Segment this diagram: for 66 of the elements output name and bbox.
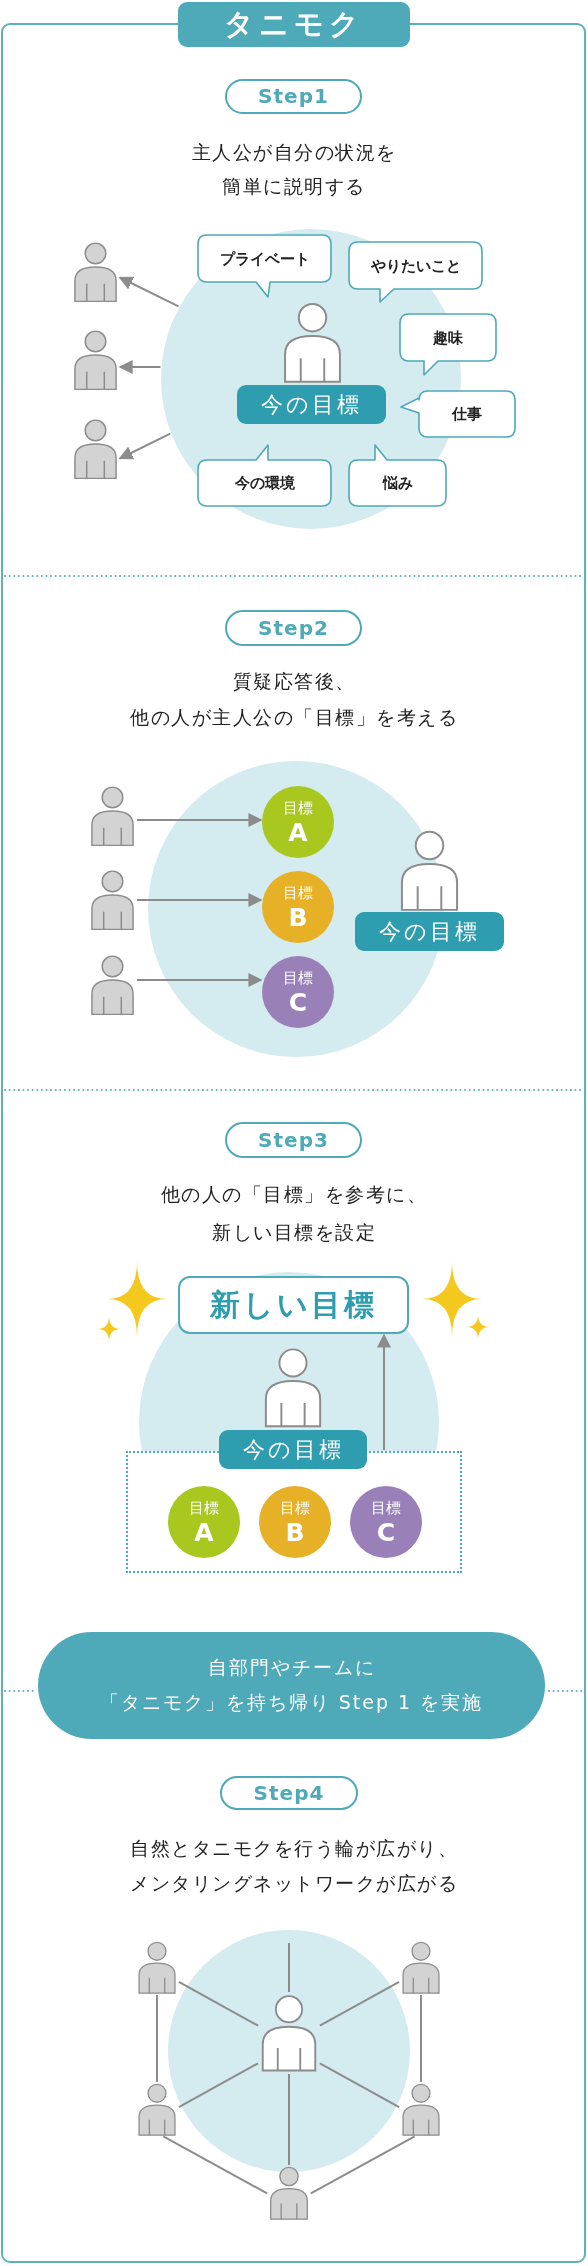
- step-pill: Step1: [225, 79, 362, 114]
- step-pill: Step4: [220, 1776, 358, 1810]
- goal-tag: 今の目標: [219, 1430, 367, 1469]
- goal-label: 目標: [371, 1498, 401, 1518]
- arrow: [136, 973, 263, 987]
- person-icon: [400, 1941, 442, 1994]
- arrow: [136, 813, 263, 827]
- connector-line: [318, 2062, 401, 2109]
- speech-bubble: [400, 314, 496, 375]
- goal-label: 目標: [283, 798, 313, 818]
- goal-tag: 今の目標: [355, 912, 504, 951]
- heading-text: 質疑応答後、他の人が主人公の「目標」を考える: [130, 669, 458, 730]
- goal-letter: B: [288, 904, 308, 932]
- speech-bubble: [349, 242, 482, 302]
- goal-letter: A: [288, 819, 308, 847]
- person-icon: [89, 785, 136, 847]
- heading-text: 自然とタニモクを行う輪が広がり、メンタリングネットワークが広がる: [130, 1836, 458, 1896]
- goal-label: 目標: [283, 883, 313, 903]
- step-pill: Step3: [225, 1122, 362, 1158]
- arrow: [377, 1333, 391, 1451]
- person-icon: [262, 1347, 324, 1428]
- connector-line: [318, 1980, 401, 2027]
- arrow: [118, 276, 180, 308]
- arrow: [136, 893, 263, 907]
- person-icon: [72, 241, 119, 303]
- arrow: [118, 432, 172, 460]
- arrow: [118, 360, 162, 374]
- banner: 自部門やチームに「タニモク」を持ち帰り Step 1 を実施: [38, 1632, 545, 1739]
- connector-line: [177, 1980, 260, 2027]
- goal-label: 目標: [189, 1498, 219, 1518]
- bubble-label: 仕事: [452, 404, 482, 424]
- heading-text: 他の人の「目標」を参考に、新しい目標を設定: [160, 1182, 428, 1245]
- goal-tag: 今の目標: [237, 385, 386, 424]
- connector-line: [420, 1994, 422, 2083]
- bubble-label: 今の環境: [234, 473, 295, 493]
- bubble-label: 悩み: [382, 473, 413, 493]
- goal-letter: C: [376, 1519, 396, 1547]
- goal-letter: C: [288, 989, 308, 1017]
- heading-text: 主人公が自分の状況を簡単に説明する: [191, 140, 397, 199]
- person-icon: [89, 954, 136, 1016]
- connector-line: [288, 1942, 290, 1993]
- new-goal-box: 新しい目標: [178, 1276, 409, 1334]
- person-icon: [281, 302, 344, 383]
- bubble-label: やりたいこと: [370, 255, 461, 276]
- goal-letter: A: [194, 1519, 214, 1547]
- person-icon: [136, 1941, 178, 1994]
- person-icon: [400, 2083, 442, 2136]
- title-tab: タニモク: [178, 2, 410, 47]
- person-icon: [268, 2166, 310, 2220]
- person-icon: [136, 2083, 178, 2136]
- person-icon: [259, 1993, 319, 2073]
- person-icon: [89, 869, 136, 931]
- bubble-label: プライベート: [219, 248, 310, 269]
- person-icon: [72, 418, 119, 480]
- goal-label: 目標: [280, 1498, 310, 1518]
- person-icon: [72, 329, 119, 391]
- connector-line: [156, 1994, 158, 2083]
- bubble-label: 趣味: [433, 327, 463, 348]
- connector-line: [309, 2135, 416, 2195]
- connector-line: [177, 2062, 260, 2109]
- person-icon: [398, 829, 461, 912]
- goal-label: 目標: [283, 968, 313, 988]
- connector-line: [288, 2073, 290, 2166]
- goal-letter: B: [285, 1519, 305, 1547]
- step-pill: Step2: [225, 610, 362, 646]
- connector-line: [162, 2135, 269, 2195]
